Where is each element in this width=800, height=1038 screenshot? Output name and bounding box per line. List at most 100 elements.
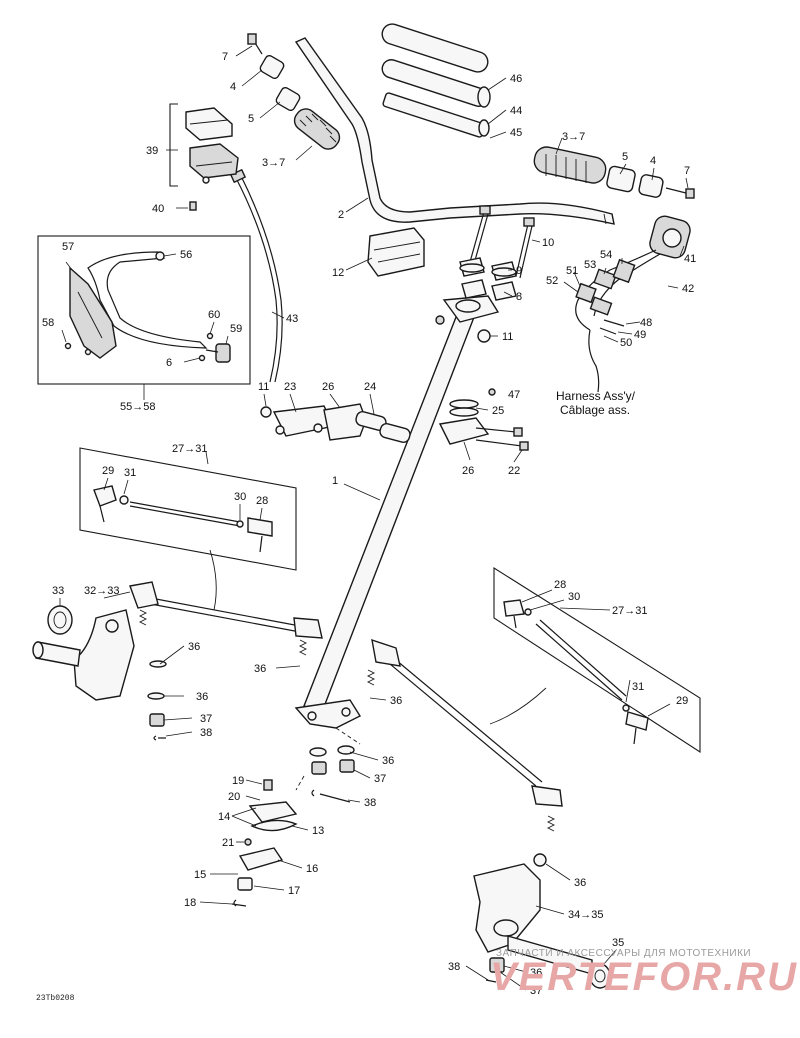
callout-5-right: 5 xyxy=(622,151,628,163)
grip-set xyxy=(381,23,491,138)
watermark-logo: VERTEFOR.RU xyxy=(490,955,798,999)
callout-55-58: 55→58 xyxy=(120,401,155,413)
callout-2: 2 xyxy=(338,209,344,221)
callout-10: 10 xyxy=(542,237,554,249)
callout-22: 22 xyxy=(508,465,520,477)
callout-28-left: 28 xyxy=(256,495,268,507)
callout-52: 52 xyxy=(546,275,558,287)
callout-37-b: 37 xyxy=(374,773,386,785)
tie-rod-kit-box-left xyxy=(79,447,297,571)
left-spindle xyxy=(32,581,323,741)
callout-54: 54 xyxy=(600,249,612,261)
callout-43: 43 xyxy=(286,313,298,325)
callout-56: 56 xyxy=(180,249,192,261)
harness-note-line-1: Harness Ass'y/ xyxy=(556,389,636,403)
callout-19: 19 xyxy=(232,775,244,787)
callout-9: 9 xyxy=(516,265,522,277)
callout-41: 41 xyxy=(684,253,696,265)
callout-5-left: 5 xyxy=(248,113,254,125)
callout-7-right: 7 xyxy=(684,165,690,177)
callout-30-right: 30 xyxy=(568,591,580,603)
callout-45: 45 xyxy=(510,127,522,139)
callout-33: 33 xyxy=(52,585,64,597)
callout-28-right: 28 xyxy=(554,579,566,591)
callout-1: 1 xyxy=(332,475,338,487)
callout-29-left: 29 xyxy=(102,465,114,477)
callout-32-33: 32→33 xyxy=(84,585,119,597)
callout-24: 24 xyxy=(364,381,376,393)
callout-26-top: 26 xyxy=(322,381,334,393)
callout-44: 44 xyxy=(510,105,522,117)
tie-rod-kit-left xyxy=(93,485,273,553)
callout-42: 42 xyxy=(682,283,694,295)
callout-4-right: 4 xyxy=(650,155,656,167)
callout-40: 40 xyxy=(152,203,164,215)
callout-51: 51 xyxy=(566,265,578,277)
callout-59: 59 xyxy=(230,323,242,335)
callout-38-b: 38 xyxy=(364,797,376,809)
handlebar xyxy=(294,37,615,225)
callout-17: 17 xyxy=(288,885,300,897)
callout-38-a: 38 xyxy=(200,727,212,739)
callout-36-a: 36 xyxy=(188,641,200,653)
harness-note-line-2: Câblage ass. xyxy=(560,403,630,417)
callout-49: 49 xyxy=(634,329,646,341)
lower-bearing-set xyxy=(231,727,361,907)
callout-37-c: 37 xyxy=(530,985,542,997)
callout-60: 60 xyxy=(208,309,220,321)
drawing-id: 23Tb0208 xyxy=(36,994,75,1003)
upper-clamps xyxy=(367,205,535,343)
callout-46: 46 xyxy=(510,73,522,85)
callout-4-left: 4 xyxy=(230,81,236,93)
callout-15: 15 xyxy=(194,869,206,881)
callout-13: 13 xyxy=(312,825,324,837)
throttle-cable xyxy=(235,177,278,383)
steering-column xyxy=(294,295,500,729)
callout-58: 58 xyxy=(42,317,54,329)
hand-guard-pads xyxy=(169,103,239,211)
callouts: 7 4 5 3→7 2 46 44 45 3→7 5 4 7 41 42 39 … xyxy=(42,51,696,997)
callout-36-d: 36 xyxy=(390,695,402,707)
callout-36-f: 36 xyxy=(574,877,586,889)
callout-50: 50 xyxy=(620,337,632,349)
callout-27-31-right: 27→31 xyxy=(612,605,647,617)
watermark-tagline: ЗАПЧАСТИ И АКСЕССУАРЫ ДЛЯ МОТОТЕХНИКИ xyxy=(496,948,751,959)
callout-27-31-left: 27→31 xyxy=(172,443,207,455)
callout-36-b: 36 xyxy=(196,691,208,703)
callout-38-c: 38 xyxy=(448,961,460,973)
callout-25: 25 xyxy=(492,405,504,417)
leader-lines xyxy=(59,45,689,991)
mid-brackets xyxy=(260,388,529,451)
callout-37-a: 37 xyxy=(200,713,212,725)
callout-36-e: 36 xyxy=(382,755,394,767)
callout-20: 20 xyxy=(228,791,240,803)
callout-14: 14 xyxy=(218,811,230,823)
callout-3-7-left: 3→7 xyxy=(262,157,285,169)
callout-11-top: 11 xyxy=(502,331,513,343)
callout-11-mid: 11 xyxy=(258,381,269,393)
callout-53: 53 xyxy=(584,259,596,271)
callout-34-35: 34→35 xyxy=(568,909,603,921)
callout-36-g: 36 xyxy=(530,967,542,979)
callout-57: 57 xyxy=(62,241,74,253)
callout-23: 23 xyxy=(284,381,296,393)
callout-47: 47 xyxy=(508,389,520,401)
callout-31-left: 31 xyxy=(124,467,136,479)
left-grip-assembly xyxy=(247,33,341,150)
tie-rod-kit-right xyxy=(503,599,649,745)
tie-rod-kit-box-right xyxy=(493,567,701,754)
callout-16: 16 xyxy=(306,863,318,875)
callout-8: 8 xyxy=(516,291,522,303)
callout-6: 6 xyxy=(166,357,172,369)
callout-39: 39 xyxy=(146,145,158,157)
callout-31-right: 31 xyxy=(632,681,644,693)
callout-30-left: 30 xyxy=(234,491,246,503)
right-grip-assembly xyxy=(533,146,695,199)
callout-26-bot: 26 xyxy=(462,465,474,477)
callout-18: 18 xyxy=(184,897,196,909)
callout-48: 48 xyxy=(640,317,652,329)
callout-21: 21 xyxy=(222,837,234,849)
callout-7-left: 7 xyxy=(222,51,228,63)
